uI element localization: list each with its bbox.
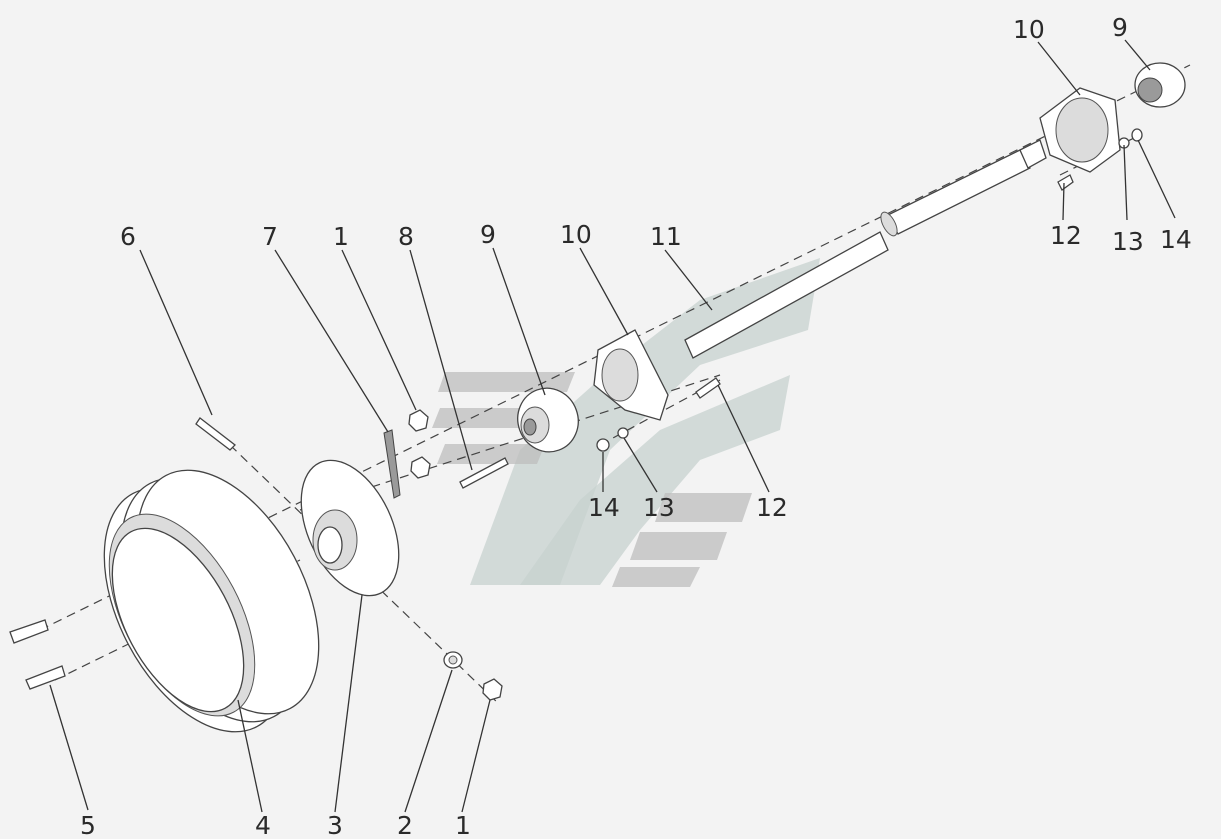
callout-10-upper: 10 bbox=[1013, 15, 1045, 44]
callout-4: 4 bbox=[255, 811, 271, 839]
callout-12-upper: 12 bbox=[1050, 221, 1082, 250]
callout-5: 5 bbox=[80, 811, 96, 839]
callout-12-lower: 12 bbox=[756, 493, 788, 522]
callout-labels: 6 7 1 8 9 10 11 10 9 12 13 14 14 13 12 5… bbox=[80, 13, 1192, 839]
washer-part bbox=[443, 651, 463, 669]
stud-part bbox=[459, 457, 509, 489]
flange-housing-upper bbox=[1039, 87, 1121, 173]
bolt-parts bbox=[9, 417, 236, 690]
callout-3: 3 bbox=[327, 811, 343, 839]
bearing-upper bbox=[1134, 62, 1186, 108]
small-fasteners-upper bbox=[1057, 128, 1143, 191]
callout-8: 8 bbox=[398, 222, 414, 251]
small-fasteners-lower bbox=[596, 377, 721, 452]
callout-1-top: 1 bbox=[333, 222, 349, 251]
lock-plate-part bbox=[383, 429, 401, 499]
pulley-part bbox=[103, 469, 320, 733]
callout-14-upper: 14 bbox=[1160, 225, 1192, 254]
callout-1-bottom: 1 bbox=[455, 811, 471, 839]
leader-lines bbox=[49, 39, 1176, 813]
shaft-part bbox=[684, 139, 1047, 359]
nut-parts bbox=[408, 409, 503, 701]
callout-13-upper: 13 bbox=[1112, 227, 1144, 256]
hub-flange-part bbox=[300, 459, 400, 597]
callout-7: 7 bbox=[262, 222, 278, 251]
callout-2: 2 bbox=[397, 811, 413, 839]
callout-10-lower: 10 bbox=[560, 220, 592, 249]
bearing-part bbox=[517, 387, 579, 453]
callout-9-upper: 9 bbox=[1112, 13, 1128, 42]
callout-11: 11 bbox=[650, 222, 682, 251]
callout-9-lower: 9 bbox=[480, 220, 496, 249]
watermark-logo bbox=[432, 258, 820, 587]
callout-14-lower: 14 bbox=[588, 493, 620, 522]
callout-13-lower: 13 bbox=[643, 493, 675, 522]
bearing-housing-part bbox=[593, 329, 669, 421]
callout-6: 6 bbox=[120, 222, 136, 251]
